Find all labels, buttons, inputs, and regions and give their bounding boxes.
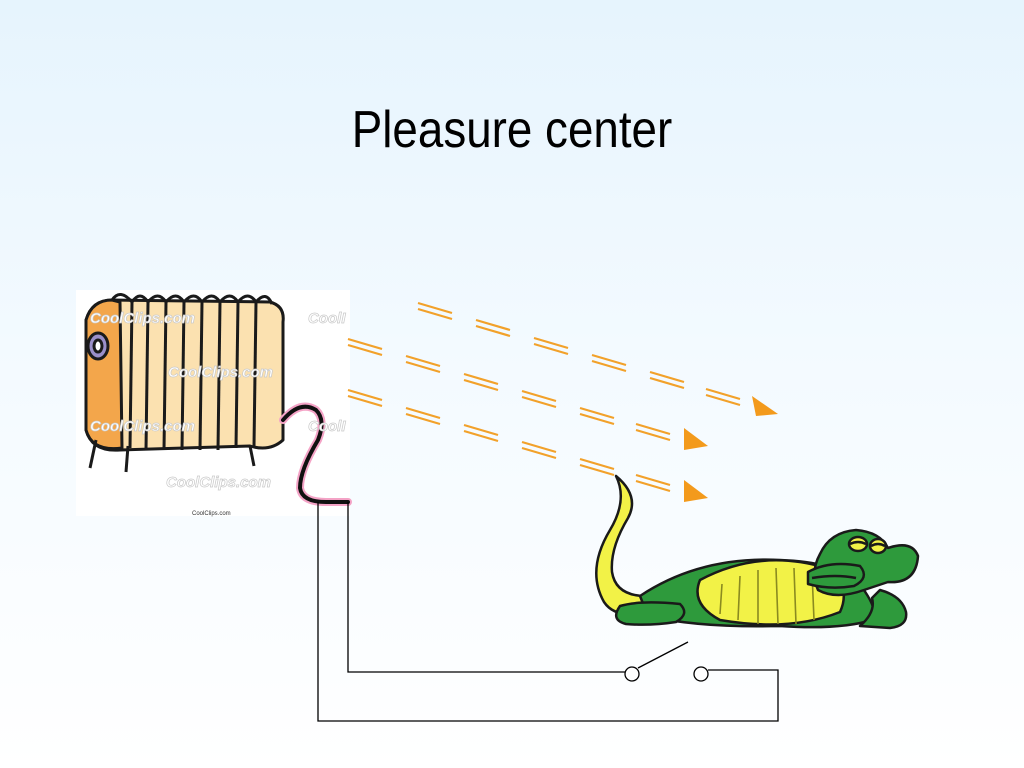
arrowhead-icon [752,396,778,416]
watermark: CoolClips.com [90,418,195,435]
heater-icon [84,293,285,473]
watermark: CoolClips.com [166,474,271,491]
heat-arrowheads [684,396,778,502]
wire-outer [317,502,779,722]
crocodile-icon [595,474,920,630]
arrowhead-icon [684,480,708,502]
watermark: CoolI [308,310,346,327]
watermark: CoolI [308,418,346,435]
arrowhead-icon [684,428,708,450]
switch-icon [624,641,709,682]
wire-inner [347,502,626,673]
watermark: CoolClips.com [90,310,195,327]
circuit [317,502,779,722]
heat-ray-2 [347,337,671,442]
heat-ray-1 [417,301,741,407]
heat-ray-3 [347,388,671,493]
watermark: CoolClips.com [168,364,273,381]
heater-image: CoolClips.com CoolClips.com CoolClips.co… [76,290,352,517]
slide-title: Pleasure center [351,101,673,159]
image-credit: CoolClips.com [192,511,231,517]
heat-rays [347,301,741,493]
